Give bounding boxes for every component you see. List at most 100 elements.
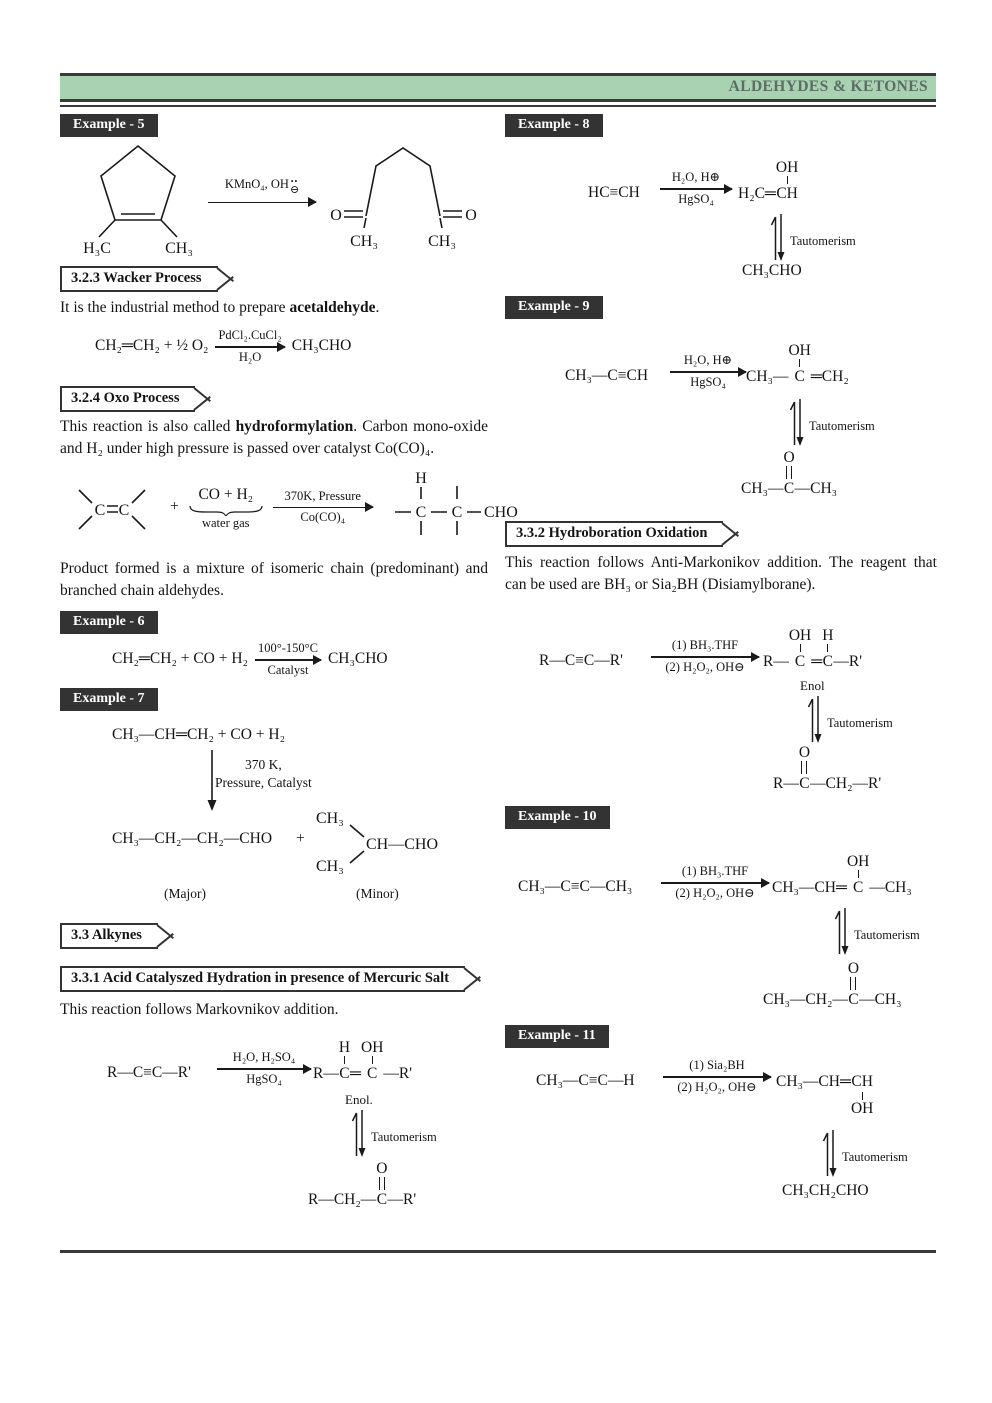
tautomerism-label: Tautomerism <box>809 419 875 433</box>
reactants: CH₂═CH₂ + CO + H₂ <box>112 650 248 668</box>
solvent-label: H₂O <box>238 349 262 364</box>
propyne-reactant: CH₃—C≡C—H <box>536 1072 635 1089</box>
ch-cho-label: CH—CHO <box>366 836 438 853</box>
catalyst-label: HgSO₄ <box>246 1071 282 1086</box>
carbon-label: C <box>852 879 864 896</box>
bold-term: acetaldehyde <box>289 299 376 316</box>
reaction-arrow: (1) BH₃.THF (2) H₂O₂, OH⊖ <box>661 864 770 901</box>
chain-end: —CH₂—R' <box>810 775 882 792</box>
conditions-label: 370K, Pressure <box>284 488 361 503</box>
arrow-line <box>660 184 733 193</box>
carbon-label: C <box>848 991 859 1008</box>
heading-point-bottom <box>193 396 212 411</box>
example-10-scheme: CH₃—C≡C—CH₃ (1) BH₃.THF (2) H₂O₂, OH⊖ CH… <box>508 836 958 1024</box>
alkyne-reactant: R—C≡C—R' <box>107 1064 191 1081</box>
section-heading-hydroboration: 3.3.2 Hydroboration Oxidation <box>505 521 740 547</box>
major-product: CH₃—CH₂—CH₂—CHO <box>112 830 273 847</box>
double-bond <box>801 761 808 774</box>
carbon-label: C <box>367 1065 378 1082</box>
reagent-label: KMnO₄, OH••⊖ <box>222 177 302 199</box>
oxygen-label: O <box>376 1160 388 1177</box>
heading-point-bottom <box>215 276 234 291</box>
oh-label: OH <box>788 342 811 359</box>
example-11-badge: Example - 11 <box>505 1025 609 1048</box>
plus-sign: + <box>296 830 305 847</box>
r-group: R— <box>773 775 799 792</box>
chain-start: CH₃— <box>741 480 784 497</box>
tautomerism-equilibrium-arrow-icon <box>807 696 822 743</box>
bond <box>861 1092 863 1100</box>
water-gas-label: water gas <box>201 515 250 530</box>
step-2-label: (2) H₂O₂, OH⊖ <box>677 1079 757 1094</box>
ring-bond <box>100 144 176 221</box>
section-heading-acid-hydration: 3.3.1 Acid Catalyszed Hydration in prese… <box>60 966 481 992</box>
product: CH₃CHO <box>291 337 352 355</box>
heading-point-bottom <box>156 933 174 948</box>
chain-start: CH₃—CH═ <box>776 1073 851 1090</box>
down-arrow-icon <box>207 750 217 811</box>
example-7-badge: Example - 7 <box>60 688 158 711</box>
tautomerism-label: Tautomerism <box>827 716 893 730</box>
section-title: 3.2.4 Oxo Process <box>71 390 180 406</box>
substituent-bond <box>78 489 146 530</box>
tautomerism-equilibrium-arrow-icon <box>351 1110 366 1157</box>
acetylene-reactant: HC≡CH <box>588 184 640 201</box>
down-arrowhead <box>358 1148 366 1157</box>
reactants: CH₂═CH₂ + ½ O₂ <box>95 337 209 355</box>
r-prime-group: —R' <box>833 653 863 670</box>
page-title: ALDEHYDES & KETONES <box>728 78 928 95</box>
carbon-label: C <box>95 502 106 519</box>
heading-point-bottom <box>721 531 740 546</box>
catalyst-label: Co(CO)₄ <box>300 510 346 525</box>
carbon-label: C <box>783 480 795 497</box>
carbon-label: C <box>822 653 833 670</box>
double-bond <box>786 466 793 479</box>
step-1-label: (1) BH₃.THF <box>671 638 739 652</box>
up-harpoon <box>822 1132 829 1176</box>
chain-start: R—CH₂— <box>308 1191 377 1208</box>
tautomerism-label: Tautomerism <box>371 1130 437 1144</box>
down-arrowhead <box>814 734 822 743</box>
carbon-label: C <box>415 504 426 521</box>
enol-tag: Enol <box>800 678 825 693</box>
h-label: H <box>822 627 834 644</box>
major-tag: (Major) <box>164 886 206 901</box>
section-title: 3.3.1 Acid Catalyszed Hydration in prese… <box>71 970 450 986</box>
tautomerism-step: Tautomerism <box>351 1108 437 1158</box>
catalyst-label: HgSO₄ <box>678 191 714 206</box>
example-9-badge: Example - 9 <box>505 296 603 319</box>
tautomerism-step: Tautomerism <box>770 212 856 262</box>
tautomerism-step: Tautomerism <box>834 906 920 956</box>
bond <box>827 644 829 652</box>
hydrogen-label: H <box>415 470 427 487</box>
condition-line-1: 370 K, <box>245 757 282 772</box>
heading-point-bottom <box>463 976 481 991</box>
r-group: R— <box>763 653 789 670</box>
carbon-with-oh: OH C <box>361 1039 383 1084</box>
catalyst-label: PdCl₂.CuCl₂ <box>218 328 282 342</box>
catalyst-label: HgSO₄ <box>690 374 726 389</box>
oh-label: OH <box>788 627 812 644</box>
minus-charge-icon: ⊖ <box>289 183 300 196</box>
propyne-reactant: CH₃—C≡CH <box>565 367 649 384</box>
tautomerism-equilibrium-arrow-icon <box>822 1130 837 1177</box>
carbon-label: C <box>119 502 130 519</box>
arrow-line <box>670 367 747 376</box>
oxygen-label-right: O <box>465 207 477 224</box>
reagent-label: H₂O, H₂SO₄ <box>232 1050 296 1064</box>
section-heading-alkynes: 3.3 Alkynes <box>60 923 174 949</box>
down-arrowhead <box>841 946 849 955</box>
arrow-line <box>651 652 760 661</box>
bond <box>857 870 859 878</box>
arrow-line <box>208 198 317 207</box>
hydroboration-description: This reaction follows Anti-Markonikov ad… <box>505 554 937 593</box>
oxygen-label: O <box>847 960 860 977</box>
oh-label: OH <box>361 1039 384 1056</box>
